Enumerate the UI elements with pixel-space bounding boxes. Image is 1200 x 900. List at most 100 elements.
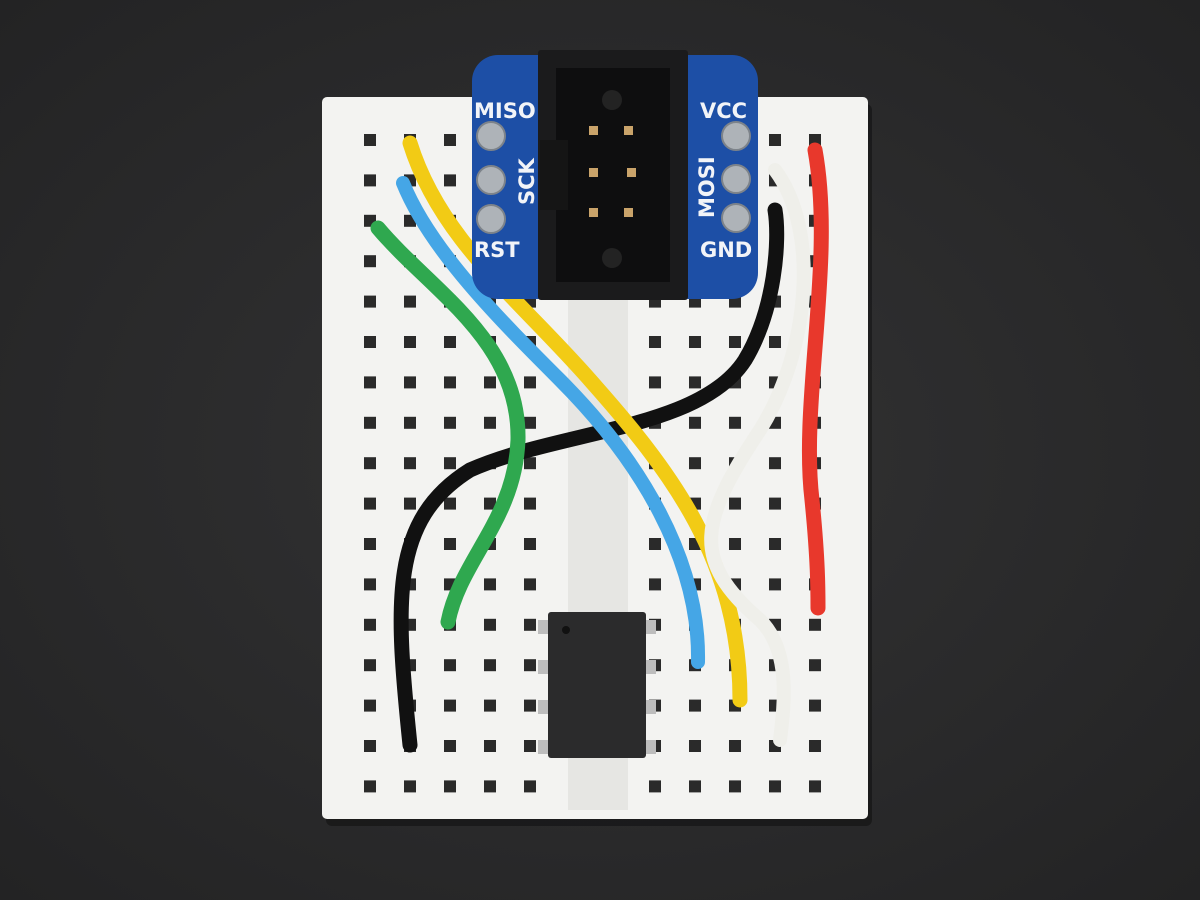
breadboard-hole [689,740,701,752]
breadboard-hole [769,457,781,470]
pin-label-rst: RST [474,238,520,262]
breadboard-hole [404,336,416,348]
breadboard-hole [404,497,416,510]
breadboard-hole [484,578,496,591]
breadboard-hole [649,376,661,389]
wire-red [801,142,829,616]
breadboard-hole [649,538,661,550]
breadboard-hole [524,578,536,591]
breadboard-hole [689,699,701,712]
pin-label-mosi: MOSI [695,156,719,218]
pin-label-vcc: VCC [700,99,747,123]
pin-label-sck: SCK [515,157,539,205]
breadboard-hole [364,618,376,631]
breadboard-hole [649,780,661,793]
breadboard-hole [444,740,456,752]
breadboard-hole [364,497,376,510]
breadboard-hole [809,659,821,672]
breadboard-hole [364,457,376,470]
breadboard-hole [729,497,741,510]
breadboard-hole [524,740,536,752]
wire-blue [396,176,706,669]
breadboard-hole [364,255,376,268]
pin-label-gnd: GND [700,238,752,262]
breadboard-hole [484,780,496,793]
breadboard-hole [444,780,456,793]
breadboard-hole [444,336,456,348]
breadboard-hole [364,578,376,591]
breadboard-hole [769,578,781,591]
breadboard-hole [404,295,416,308]
breadboard-hole [364,780,376,793]
breadboard-hole [364,538,376,550]
breadboard-hole [729,780,741,793]
breadboard-hole [444,699,456,712]
breadboard-hole [404,457,416,470]
breadboard-hole [809,740,821,752]
wire-black [393,202,785,753]
wire-white [704,163,811,747]
breadboard-hole [524,659,536,672]
breadboard-hole [524,376,536,389]
breadboard-hole [729,538,741,550]
breadboard-hole [484,497,496,510]
breadboard-hole [364,416,376,429]
breadboard-hole [364,295,376,308]
breadboard-hole [484,376,496,389]
breadboard-hole [404,780,416,793]
breadboard-hole [444,416,456,429]
breadboard-hole [444,376,456,389]
breadboard-hole [444,497,456,510]
breadboard-hole [364,134,376,146]
isp-adapter: MISO SCK RST VCC MOSI GND [472,50,758,300]
breadboard-hole [444,174,456,187]
breadboard-hole [524,416,536,429]
breadboard-hole [444,659,456,672]
breadboard-hole [444,538,456,550]
breadboard-hole [484,699,496,712]
pin-label-miso: MISO [474,99,536,123]
breadboard-hole [769,336,781,348]
breadboard-hole [524,497,536,510]
breadboard-hole [689,336,701,348]
breadboard-hole [484,740,496,752]
breadboard-hole [524,457,536,470]
breadboard-hole [769,497,781,510]
wire-green [370,220,526,630]
breadboard-hole [364,699,376,712]
breadboard-hole [809,699,821,712]
breadboard-hole [769,538,781,550]
breadboard-hole [524,780,536,793]
breadboard-hole [524,699,536,712]
breadboard-hole [524,538,536,550]
breadboard-hole [484,416,496,429]
breadboard-hole [364,174,376,187]
breadboard-hole [729,416,741,429]
breadboard-hole [364,659,376,672]
breadboard-hole [689,780,701,793]
breadboard-hole [484,618,496,631]
breadboard-hole [484,659,496,672]
breadboard-hole [809,618,821,631]
breadboard-hole [809,134,821,146]
breadboard-hole [404,416,416,429]
breadboard-hole [809,780,821,793]
breadboard-hole [649,336,661,348]
breadboard-hole [729,336,741,348]
breadboard-hole [444,457,456,470]
breadboard-hole [404,376,416,389]
breadboard-hole [689,416,701,429]
breadboard-hole [444,134,456,146]
breadboard-hole [769,134,781,146]
breadboard-hole [524,618,536,631]
breadboard-hole [769,780,781,793]
breadboard-hole [689,457,701,470]
breadboard-hole [364,336,376,348]
breadboard-hole [729,740,741,752]
breadboard-hole [364,376,376,389]
breadboard-hole [689,376,701,389]
breadboard-hole [364,740,376,752]
soic-chip [538,612,656,758]
